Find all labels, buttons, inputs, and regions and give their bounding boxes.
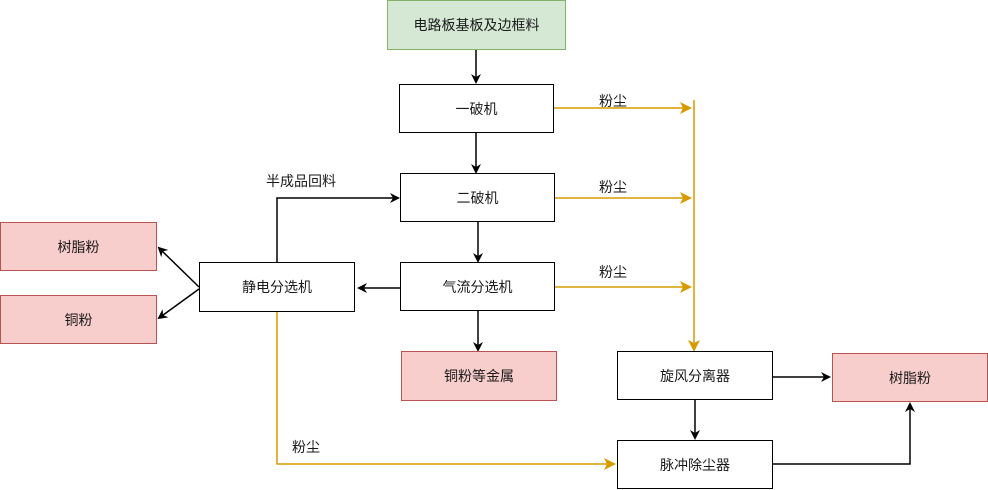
edge-pulse-to-resin	[772, 402, 915, 465]
dust-edge-electrostatic-to-pulse	[276, 312, 616, 470]
node-copper-metals: 铜粉等金属	[401, 351, 557, 401]
node-cyclone-separator: 旋风分离器	[617, 351, 773, 400]
node-label: 铜粉等金属	[444, 369, 514, 385]
node-label: 树脂粉	[57, 239, 100, 256]
node-crusher2: 二破机	[400, 173, 555, 222]
edge-label-dust-1: 粉尘	[599, 94, 627, 110]
node-label: 脉冲除尘器	[660, 457, 730, 474]
node-resin-powder-right: 树脂粉	[832, 353, 988, 402]
edge-label-return-material: 半成品回料	[266, 174, 336, 190]
edge-label-dust-4: 粉尘	[292, 440, 320, 456]
edge-label-dust-3: 粉尘	[599, 265, 627, 281]
edge-return-to-crusher2	[276, 193, 400, 262]
node-label: 树脂粉	[889, 370, 931, 387]
node-pulse-dust-collector: 脉冲除尘器	[617, 440, 773, 489]
node-copper-powder: 铜粉	[0, 295, 157, 344]
node-crusher1: 一破机	[399, 84, 554, 133]
node-label: 一破机	[455, 101, 498, 118]
node-label: 静电分选机	[242, 280, 312, 296]
node-label: 旋风分离器	[660, 368, 730, 385]
edge-electrostatic-to-resin	[157, 246, 200, 288]
node-electrostatic-separator: 静电分选机	[199, 262, 355, 312]
node-label: 气流分选机	[442, 279, 513, 296]
node-label: 二破机	[456, 190, 499, 207]
edge-electrostatic-to-copper	[157, 288, 200, 320]
node-label: 铜粉	[64, 312, 93, 329]
node-resin-powder-left: 树脂粉	[0, 222, 157, 271]
node-label: 电路板基板及边框料	[413, 18, 540, 34]
edge-label-dust-2: 粉尘	[599, 180, 627, 196]
node-air-separator: 气流分选机	[400, 262, 555, 311]
node-input-material: 电路板基板及边框料	[387, 0, 566, 50]
